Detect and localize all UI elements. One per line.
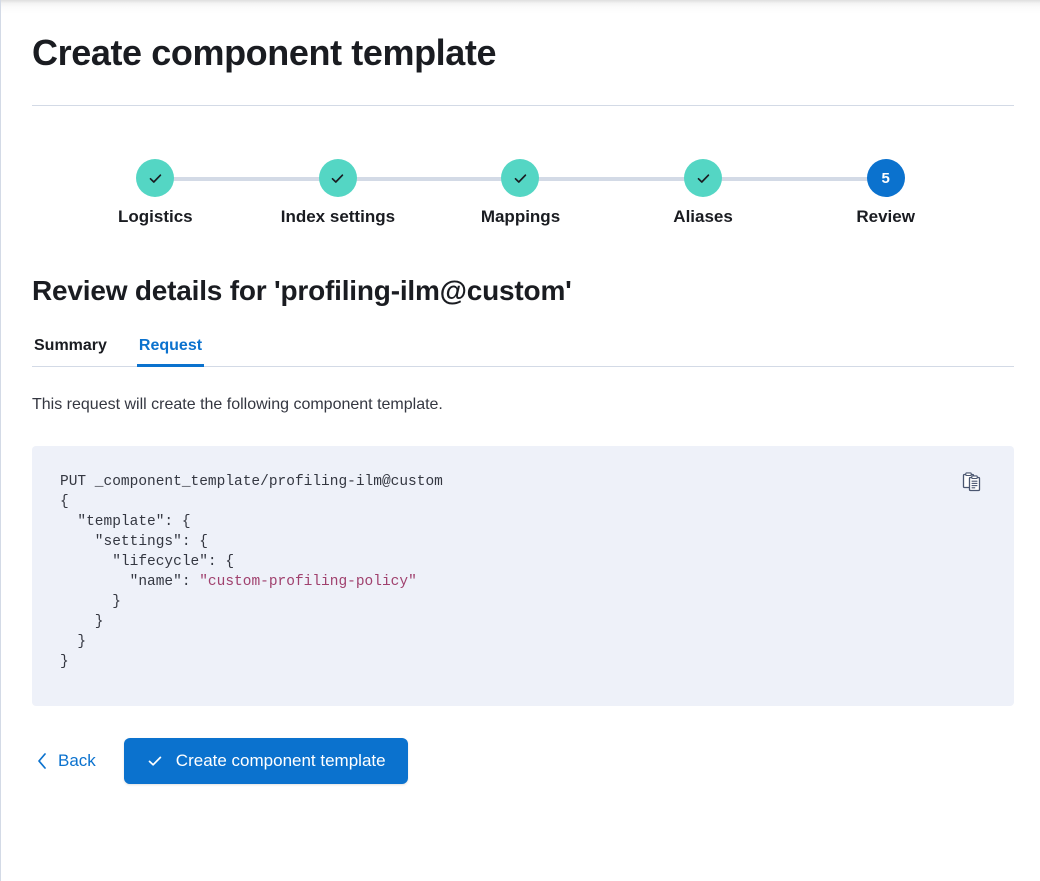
stepper-bubble-complete[interactable] <box>318 159 357 197</box>
chevron-left-icon <box>38 753 46 769</box>
create-component-template-button[interactable]: Create component template <box>123 738 408 784</box>
tab-request[interactable]: Request <box>136 337 205 367</box>
header-divider <box>32 105 1014 106</box>
wizard-stepper: Logistics Index settings <box>32 159 1009 227</box>
request-description: This request will create the following c… <box>32 396 443 413</box>
code-request-line: PUT _component_template/profiling-ilm@cu… <box>60 474 443 490</box>
review-tabs: Summary Request <box>32 337 1014 367</box>
stepper-bubble-complete[interactable] <box>501 159 540 197</box>
stepper-label: Logistics <box>117 207 193 226</box>
tab-summary[interactable]: Summary <box>32 337 109 366</box>
check-icon <box>149 173 162 183</box>
stepper-label: Aliases <box>673 207 733 226</box>
code-body-after: } } } } <box>60 594 121 670</box>
check-icon <box>332 173 344 183</box>
stepper-bubble-complete[interactable] <box>136 159 175 197</box>
stepper-connector-right <box>520 177 612 181</box>
stepper-connector-left <box>611 177 704 181</box>
copy-to-clipboard-button[interactable] <box>958 468 986 496</box>
check-icon <box>697 173 709 183</box>
back-button-label: Back <box>58 751 96 770</box>
stepper-bubble-current[interactable]: 5 <box>866 159 905 197</box>
stepper-connector-left <box>429 177 521 181</box>
check-icon <box>514 173 527 183</box>
page-content: Create component template Logistics <box>1 0 1040 784</box>
stepper-step-number: 5 <box>881 169 890 187</box>
stepper-label: Review <box>856 207 915 226</box>
check-icon <box>148 756 162 766</box>
stepper-step-aliases[interactable]: Aliases <box>611 159 795 227</box>
stepper-connector-left <box>794 177 886 181</box>
code-policy-value: "custom-profiling-policy" <box>199 574 417 590</box>
request-code-block: PUT _component_template/profiling-ilm@cu… <box>32 446 1014 706</box>
review-heading: Review details for 'profiling-ilm@custom… <box>32 275 572 306</box>
request-code-text: PUT _component_template/profiling-ilm@cu… <box>60 472 986 672</box>
stepper-connector-right <box>703 177 795 181</box>
back-button[interactable]: Back <box>32 743 100 779</box>
stepper-step-logistics[interactable]: Logistics <box>64 159 247 227</box>
page-title: Create component template <box>32 32 497 73</box>
stepper-label: Index settings <box>280 207 396 226</box>
stepper-connector-left <box>246 177 338 181</box>
stepper-step-review[interactable]: 5 Review <box>794 159 977 227</box>
stepper-label: Mappings <box>480 207 561 226</box>
stepper-step-mappings[interactable]: Mappings <box>429 159 612 227</box>
copy-clipboard-icon <box>962 472 981 492</box>
create-component-template-label: Create component template <box>175 751 386 770</box>
stepper-connector-right <box>155 177 247 181</box>
code-body-before: { "template": { "settings": { "lifecycle… <box>60 494 235 590</box>
wizard-footer: Back Create component template <box>32 738 1009 784</box>
stepper-connector-right <box>337 177 430 181</box>
stepper-bubble-complete[interactable] <box>684 159 723 197</box>
stepper-step-index-settings[interactable]: Index settings <box>246 159 430 227</box>
